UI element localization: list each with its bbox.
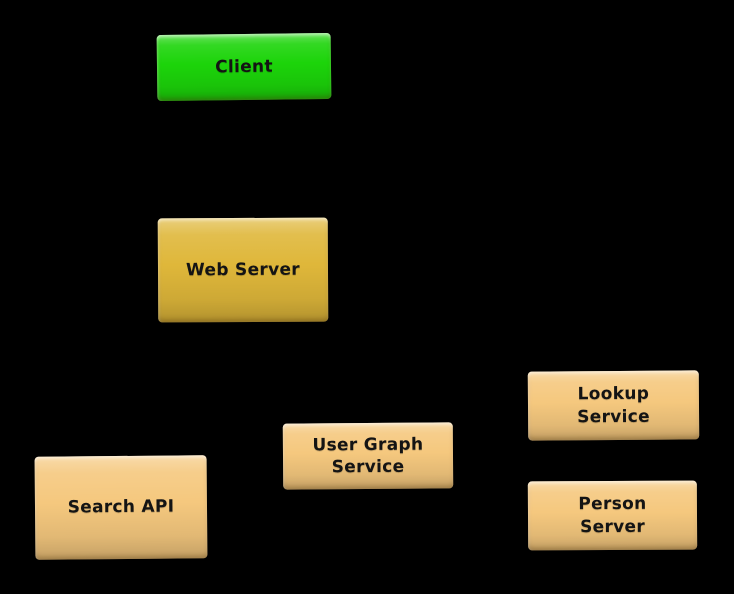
node-user-graph-service-label: User Graph Service — [312, 434, 423, 479]
node-person-server-label: Person Server — [578, 493, 646, 538]
node-client-label: Client — [215, 56, 273, 79]
node-web-server-label: Web Server — [186, 259, 300, 282]
node-lookup-service: Lookup Service — [527, 370, 700, 441]
node-label-line: Person — [578, 494, 647, 515]
node-web-server: Web Server — [157, 217, 329, 323]
node-label-line: Web Server — [185, 259, 301, 281]
node-label-line: User Graph — [312, 434, 424, 456]
node-search-api: Search API — [34, 455, 208, 560]
node-client: Client — [156, 32, 332, 102]
node-label-line: Search API — [67, 496, 175, 518]
node-search-api-label: Search API — [68, 496, 175, 519]
node-label-line: Service — [331, 456, 405, 478]
node-label-line: Client — [215, 56, 273, 78]
node-lookup-service-label: Lookup Service — [577, 383, 650, 428]
node-label-line: Lookup — [577, 384, 650, 405]
node-label-line: Server — [580, 516, 646, 537]
node-label-line: Service — [577, 406, 651, 427]
node-user-graph-service: User Graph Service — [282, 422, 454, 490]
node-person-server: Person Server — [527, 480, 698, 551]
